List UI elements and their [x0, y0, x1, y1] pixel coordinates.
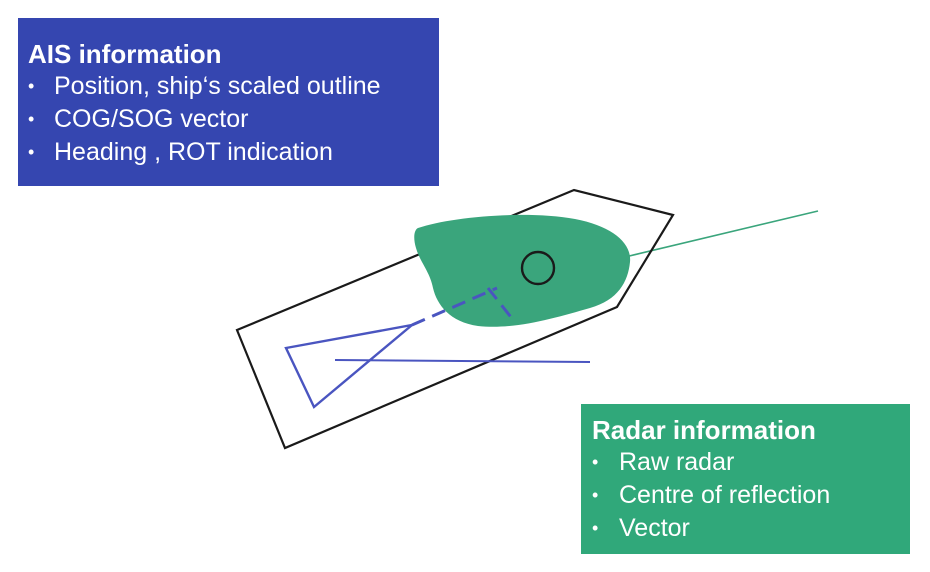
heading-line [411, 286, 498, 327]
list-item: • Vector [592, 512, 910, 545]
radar-information-panel: Radar information • Raw radar • Centre of … [581, 404, 910, 554]
radar-item-raw: Raw radar [619, 448, 735, 476]
list-item: • Centre of reflection [592, 479, 910, 512]
list-item: • COG/SOG vector [28, 103, 439, 136]
ship-outline [235, 188, 675, 450]
ais-item-list: • Position, ship‘s scaled outline • COG/SO… [28, 70, 439, 169]
radar-vector-line [624, 210, 819, 258]
bullet-icon: • [592, 452, 599, 472]
bullet-icon: • [592, 485, 599, 505]
ais-panel-title: AIS information [28, 39, 222, 69]
list-item: • Position, ship‘s scaled outline [28, 70, 439, 103]
radar-item-centre: Centre of reflection [619, 481, 831, 509]
ais-item-position: Position, ship‘s scaled outline [54, 72, 381, 100]
ais-triangle-symbol [284, 323, 417, 409]
rot-indication [486, 287, 516, 322]
bullet-icon: • [592, 518, 599, 538]
cog-sog-vector [334, 359, 591, 363]
ais-item-heading-rot: Heading , ROT indication [54, 138, 333, 166]
ais-information-panel: AIS information • Position, ship‘s scaled… [18, 18, 439, 186]
bullet-icon: • [28, 76, 35, 96]
radar-item-vector: Vector [619, 514, 690, 542]
bullet-icon: • [28, 142, 35, 162]
radar-item-list: • Raw radar • Centre of reflection • Vector [592, 446, 910, 545]
radar-panel-title: Radar information [592, 415, 816, 445]
bullet-icon: • [28, 109, 35, 129]
ais-item-cog-sog: COG/SOG vector [54, 105, 249, 133]
list-item: • Heading , ROT indication [28, 136, 439, 169]
centre-of-reflection-circle [520, 250, 556, 286]
list-item: • Raw radar [592, 446, 910, 479]
